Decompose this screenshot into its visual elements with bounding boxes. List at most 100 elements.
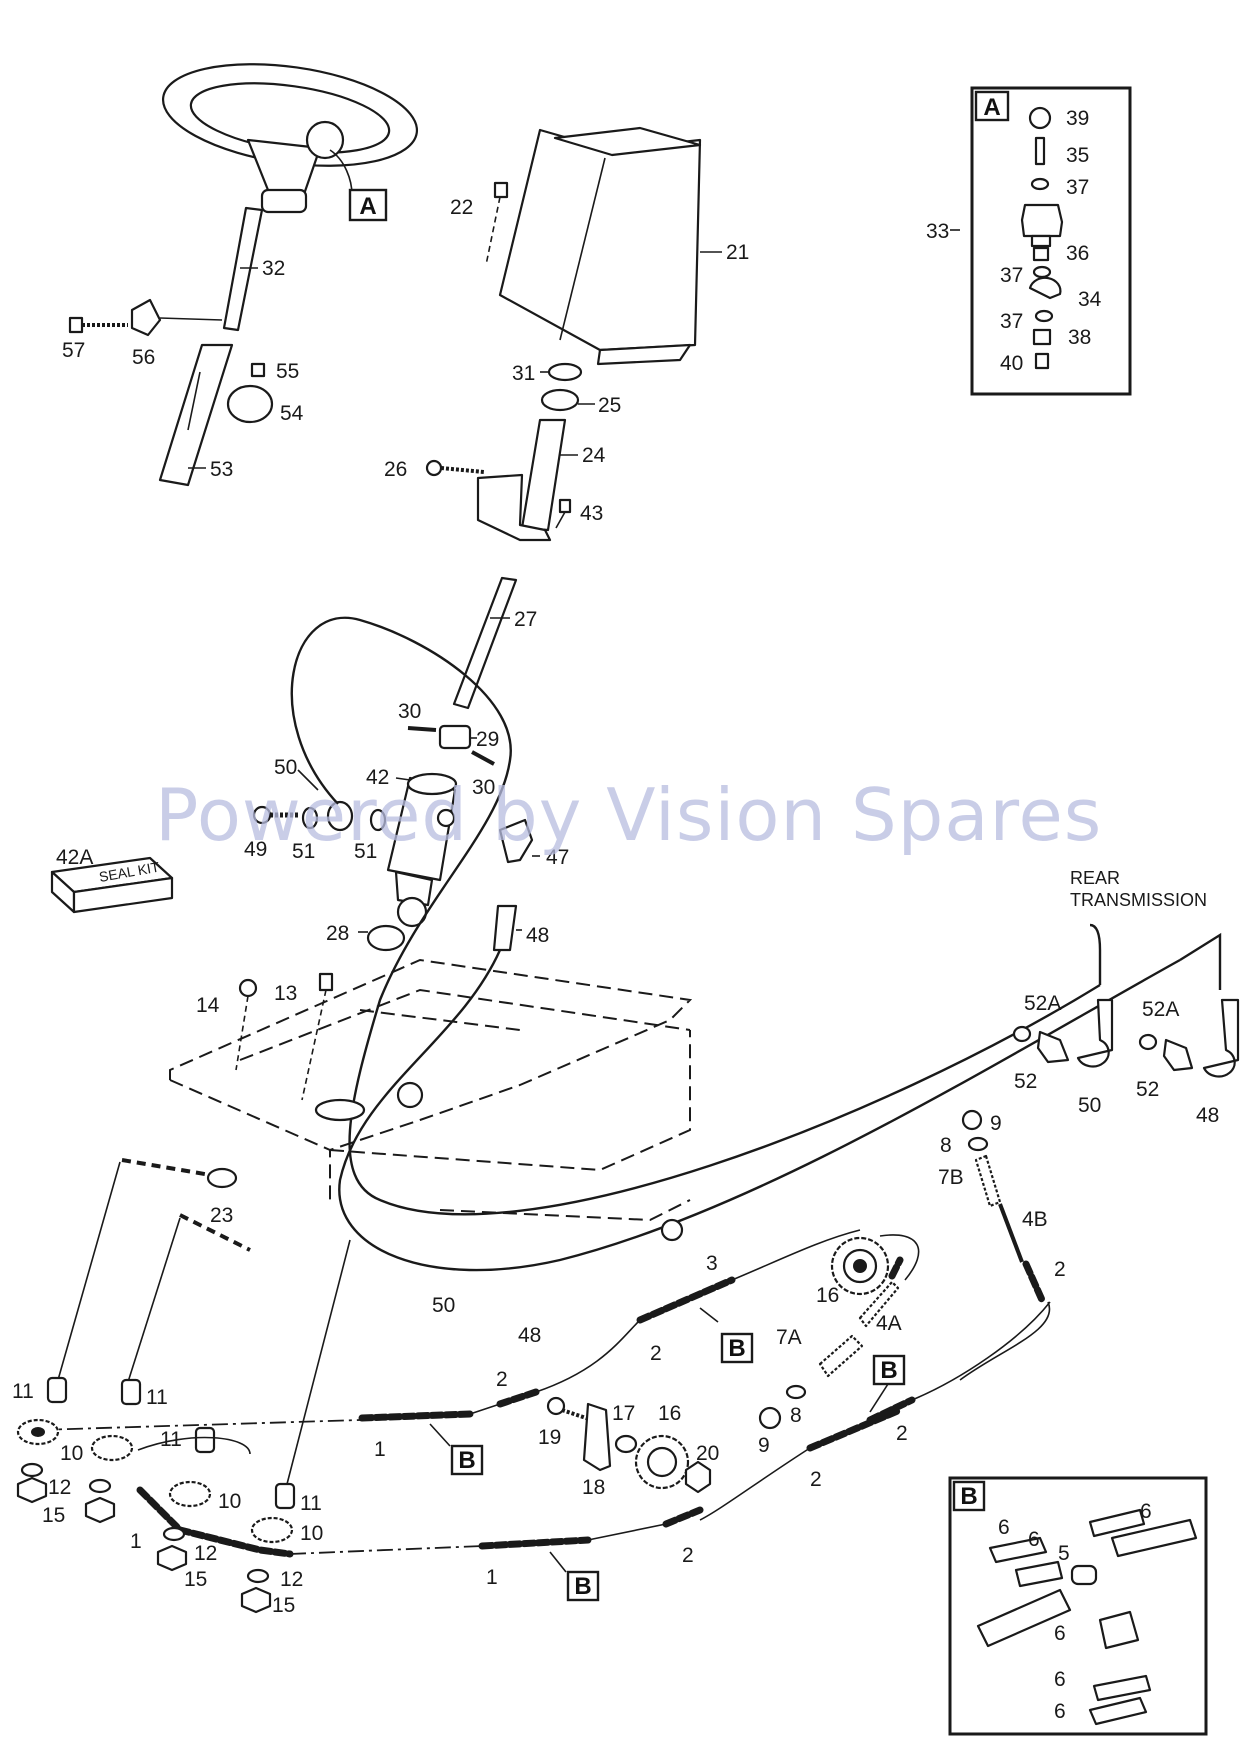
chain-2e [866, 1396, 916, 1424]
callout-c12a: 12 [48, 1476, 71, 1499]
callout-c6f: 6 [1054, 1700, 1066, 1723]
column-tube-24 [520, 418, 567, 532]
callout-c48a: 48 [526, 924, 549, 947]
bolt-26 [425, 459, 485, 477]
detail-box-b: B [948, 1476, 1208, 1736]
svg-text:A: A [359, 193, 376, 220]
callout-c26: 26 [384, 458, 407, 481]
nut-15a [16, 1476, 48, 1504]
callout-c43: 43 [580, 502, 603, 525]
fitting-48 [492, 904, 518, 952]
bushing-25 [540, 388, 580, 412]
hose-end-50 [326, 800, 354, 832]
callout-c2b: 2 [650, 1342, 662, 1365]
callout-c5: 5 [1058, 1542, 1070, 1565]
callout-c6a: 6 [998, 1516, 1010, 1539]
ref-b-4: B [549, 1551, 600, 1602]
nut-9a [961, 1109, 983, 1131]
bolt-57 [68, 316, 128, 334]
callout-c3: 3 [706, 1252, 718, 1275]
callout-c42a: 42A [56, 846, 93, 869]
callout-c1c: 1 [130, 1530, 142, 1553]
detail-box-a: A [950, 86, 1132, 396]
callout-c42: 42 [366, 766, 389, 789]
chain-2f [662, 1506, 704, 1528]
steering-shaft-32 [222, 206, 264, 332]
callout-c33: 33 [926, 220, 949, 243]
callout-c11a: 11 [12, 1380, 34, 1403]
callout-c23: 23 [210, 1204, 233, 1227]
bushing-28 [366, 924, 406, 952]
callout-c36: 36 [1066, 242, 1089, 265]
callout-c16a: 16 [816, 1284, 839, 1307]
sprocket-16b [634, 1434, 690, 1490]
callout-c14: 14 [196, 994, 220, 1017]
spring-4a [858, 1280, 900, 1328]
washer-12b [88, 1478, 112, 1494]
chain-centerline-upper [37, 1419, 361, 1431]
callout-c15a: 15 [42, 1504, 65, 1527]
callout-c10c: 10 [300, 1522, 323, 1545]
callout-c49: 49 [244, 838, 267, 861]
callout-c15c: 15 [272, 1594, 295, 1617]
elbow-47 [498, 818, 534, 864]
callout-c10b: 10 [218, 1490, 241, 1513]
callout-c50c: 50 [432, 1294, 455, 1317]
callout-c18: 18 [582, 1476, 605, 1499]
bolt-19 [546, 1396, 593, 1422]
washer-31 [547, 362, 583, 382]
svg-text:B: B [960, 1483, 977, 1510]
callout-c28: 28 [326, 922, 349, 945]
callout-c48c: 48 [518, 1324, 541, 1347]
callout-c2d: 2 [810, 1468, 822, 1491]
callout-c55: 55 [276, 360, 299, 383]
rod-4b [998, 1203, 1024, 1263]
ref-b-3: B [429, 1423, 484, 1476]
callout-c34: 34 [1078, 288, 1102, 311]
mount-bracket [476, 473, 552, 542]
callout-c6d: 6 [1054, 1622, 1066, 1645]
callout-c51a: 51 [292, 840, 315, 863]
callout-c6b: 6 [1028, 1528, 1040, 1551]
callout-c13: 13 [274, 982, 297, 1005]
spacer-11a [46, 1376, 68, 1404]
hose-48 [338, 949, 1181, 1272]
bolt-14 [235, 978, 258, 1071]
chain-1c [136, 1486, 294, 1558]
svg-text:B: B [728, 1335, 745, 1362]
callout-c53: 53 [210, 458, 233, 481]
bracket-18 [582, 1402, 612, 1472]
o-ring-51a [301, 806, 319, 830]
washer-12c [162, 1526, 186, 1542]
chain-1b [478, 1536, 592, 1550]
callout-c9a: 9 [990, 1112, 1002, 1135]
bolt-13 [301, 972, 334, 1101]
callout-c8b: 8 [790, 1404, 802, 1427]
screw-43 [558, 498, 572, 514]
callout-c15b: 15 [184, 1568, 207, 1591]
callout-c6c: 6 [1140, 1500, 1152, 1523]
sprocket-10d [250, 1516, 294, 1544]
chain-link-2a [1022, 1260, 1046, 1304]
washer-8a [967, 1136, 989, 1152]
callout-c6e: 6 [1054, 1668, 1066, 1691]
callout-c32: 32 [262, 257, 285, 280]
bolt-22 [485, 181, 509, 266]
callout-c47: 47 [546, 846, 569, 869]
callout-c52a2: 52A [1142, 998, 1179, 1021]
callout-c30a: 30 [398, 700, 421, 723]
callout-c12c: 12 [280, 1568, 303, 1591]
label-rear-transmission-line2: TRANSMISSION [1070, 890, 1207, 910]
chain-1a [358, 1410, 474, 1422]
callout-c37a: 37 [1066, 176, 1089, 199]
callout-c50a: 50 [274, 756, 297, 779]
callout-c56: 56 [132, 346, 155, 369]
callout-c30b: 30 [472, 776, 495, 799]
callout-c54: 54 [280, 402, 304, 425]
callout-c11d: 11 [300, 1492, 322, 1515]
sprocket-10c [168, 1480, 212, 1508]
steering-unit-42 [386, 772, 458, 928]
spacer-17 [614, 1434, 638, 1454]
watermark: Powered by Vision Spares [155, 773, 1102, 857]
callout-c25: 25 [598, 394, 621, 417]
